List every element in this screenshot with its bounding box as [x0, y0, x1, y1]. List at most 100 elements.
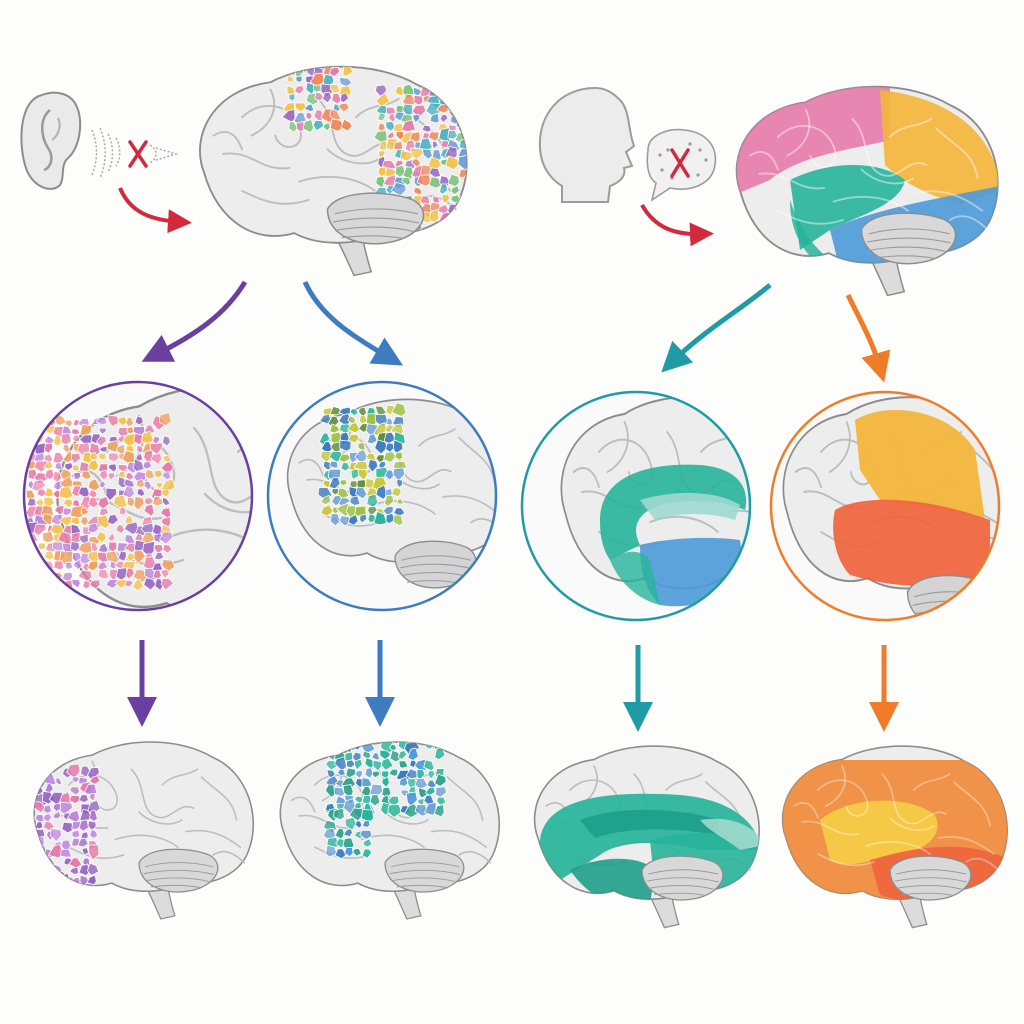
- mosaic-tile: [359, 829, 373, 840]
- mosaic-tile: [357, 469, 368, 481]
- mosaic-tile: [89, 810, 98, 822]
- mosaic-tile: [34, 865, 40, 879]
- speech-bubble-icon: [646, 128, 717, 202]
- mosaic-tile: [394, 451, 404, 461]
- mosaic-tile: [42, 873, 56, 886]
- mosaic-tile: [334, 848, 347, 860]
- mosaic-tile: [34, 765, 37, 775]
- mosaic-tile: [421, 148, 433, 160]
- mosaic-tile: [329, 118, 345, 132]
- mosaic-tile: [62, 498, 74, 509]
- mosaic-tile: [63, 812, 72, 821]
- mosaic-tile: [397, 750, 408, 760]
- mosaic-tile: [385, 120, 396, 132]
- mosaic-tile: [25, 795, 34, 805]
- mosaic-tile: [133, 550, 146, 565]
- mosaic-tile: [353, 758, 363, 771]
- mosaic-tile: [329, 84, 341, 94]
- mosaic-tile: [427, 770, 436, 780]
- mosaic-tile: [33, 523, 47, 536]
- mosaic-tile: [333, 807, 345, 821]
- mosaic-tile: [381, 776, 390, 788]
- mosaic-tile: [458, 211, 467, 224]
- mosaic-tile: [14, 868, 29, 879]
- mosaic-tile: [69, 786, 81, 796]
- mosaic-tile: [155, 481, 164, 489]
- mosaic-tile: [383, 431, 397, 444]
- mosaic-tile: [126, 497, 137, 508]
- mosaic-tile: [154, 578, 164, 592]
- mosaic-tile: [115, 524, 126, 534]
- mosaic-tile: [70, 452, 82, 465]
- mosaic-tile: [331, 93, 343, 105]
- mosaic-tile: [81, 847, 90, 856]
- mosaic-tile: [144, 497, 155, 506]
- mosaic-tile: [294, 102, 308, 113]
- mosaic-tile: [86, 874, 97, 886]
- mosaic-tile: [142, 460, 153, 470]
- mosaic-tile: [78, 794, 89, 804]
- mosaic-tile: [384, 469, 395, 481]
- mosaic-tile: [25, 416, 39, 430]
- mosaic-tile: [69, 866, 80, 875]
- mosaic-tile: [18, 840, 27, 848]
- mosaic-tile: [82, 580, 92, 590]
- mosaic-tile: [293, 84, 305, 95]
- mosaic-tile: [331, 495, 344, 507]
- mosaic-tile: [456, 97, 467, 107]
- mosaic-tile: [325, 844, 338, 858]
- mosaic-tile: [345, 759, 356, 769]
- mosaic-tile: [435, 786, 448, 798]
- mosaic-tile: [136, 444, 144, 454]
- mosaic-tile: [98, 427, 107, 435]
- mosaic-tile: [367, 458, 379, 473]
- mosaic-tile: [62, 443, 71, 454]
- mosaic-tile: [43, 442, 54, 455]
- brain-bottom-orange: [781, 745, 1009, 929]
- mosaic-tile: [53, 560, 64, 571]
- mosaic-tile: [117, 550, 127, 562]
- arrow-blue-branch: [302, 280, 404, 366]
- mosaic-tile: [161, 559, 176, 573]
- mosaic-tile: [337, 102, 350, 113]
- mosaic-tile: [143, 577, 157, 591]
- mosaic-tile: [71, 837, 81, 848]
- mosaic-tile: [376, 112, 386, 122]
- zoom-circle-teal: [520, 390, 752, 622]
- mosaic-tile: [17, 776, 25, 784]
- mosaic-tile: [42, 578, 53, 589]
- mosaic-tile: [429, 112, 440, 124]
- mosaic-tile: [437, 86, 452, 98]
- mosaic-tile: [71, 428, 80, 436]
- mosaic-tile: [71, 434, 81, 443]
- mosaic-tile: [354, 770, 363, 780]
- mosaic-tile: [34, 826, 36, 840]
- mosaic-tile: [340, 118, 353, 132]
- mosaic-tile: [345, 767, 357, 779]
- mosaic-tile: [98, 507, 110, 517]
- mosaic-tile: [395, 131, 405, 141]
- mosaic-tile: [428, 167, 442, 178]
- mosaic-tile: [366, 433, 378, 445]
- mosaic-tile: [314, 91, 324, 102]
- mosaic-tile: [88, 579, 101, 590]
- mosaic-tile: [450, 185, 460, 195]
- brain-bottom-teal: [533, 745, 761, 929]
- mosaic-tile: [117, 464, 129, 473]
- mosaic-tile: [44, 486, 55, 498]
- mosaic-tile: [414, 804, 429, 817]
- mosaic-tile: [456, 202, 467, 217]
- mosaic-tile: [61, 821, 74, 834]
- mosaic-tile: [158, 412, 172, 427]
- mosaic-tile: [328, 476, 341, 490]
- mosaic-tile: [433, 804, 445, 818]
- mosaic-tile: [134, 415, 144, 426]
- mosaic-tile: [401, 176, 412, 186]
- mosaic-tile: [86, 862, 100, 876]
- mosaic-tile: [355, 820, 363, 829]
- mosaic-tile: [72, 558, 83, 570]
- mosaic-tile: [329, 66, 341, 78]
- mosaic-tile: [445, 155, 461, 171]
- mosaic-tile: [362, 838, 373, 848]
